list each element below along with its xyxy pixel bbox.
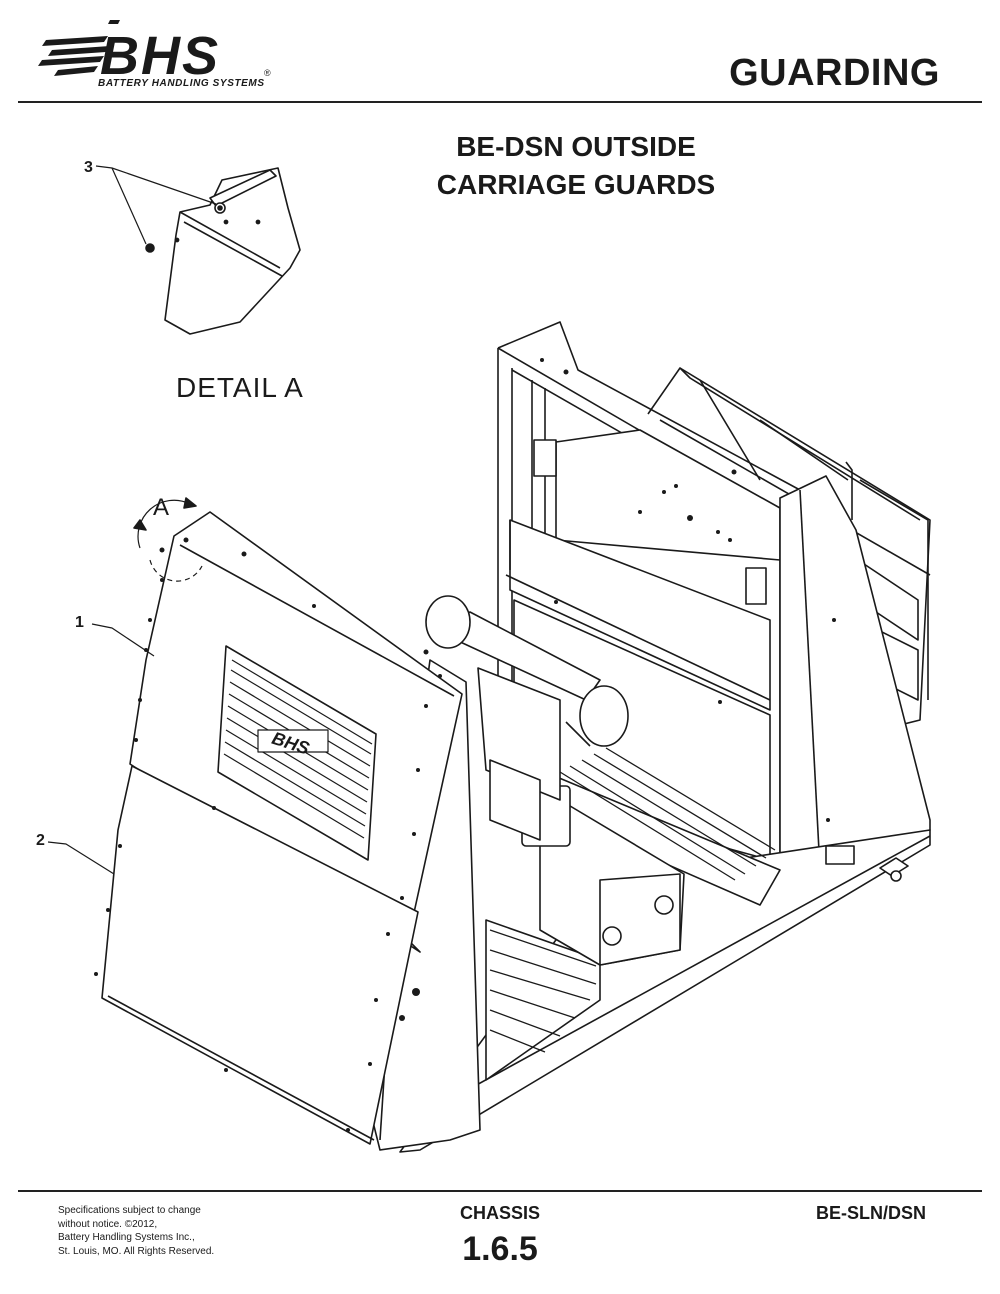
footer-page-number: 1.6.5	[462, 1230, 538, 1268]
detail-a-view	[95, 165, 301, 335]
logo-registered-mark: ®	[264, 68, 271, 78]
header-divider	[18, 101, 982, 103]
drawing-title: BE-DSN OUTSIDE CARRIAGE GUARDS	[376, 128, 776, 204]
drawing-title-line-1: BE-DSN OUTSIDE	[456, 131, 696, 162]
callout-2: 2	[36, 832, 45, 849]
leader-line-2	[47, 841, 115, 875]
machine-frame	[379, 321, 931, 1153]
leader-line-1	[91, 623, 155, 657]
notice-line: without notice. ©2012,	[58, 1218, 158, 1230]
page-title: GUARDING	[729, 52, 940, 94]
detail-a-marker	[133, 497, 203, 582]
footer-model: BE-SLN/DSN	[815, 1203, 926, 1223]
notice-line: St. Louis, MO. All Rights Reserved.	[58, 1245, 215, 1257]
guard-panel-1: BHS	[129, 511, 463, 953]
drawing-title-line-2: CARRIAGE GUARDS	[436, 169, 716, 200]
detail-label: DETAIL A	[176, 372, 304, 403]
fasteners	[94, 358, 836, 1132]
callout-3: 3	[84, 159, 93, 176]
logo-speed-lines	[38, 36, 110, 76]
logo-tagline: BATTERY HANDLING SYSTEMS	[98, 78, 265, 89]
callout-1: 1	[75, 614, 84, 631]
footer-divider	[18, 1190, 982, 1192]
detail-marker-label: A	[153, 494, 170, 521]
logo-wordmark: BHS	[100, 26, 220, 86]
guard-panel-2	[101, 765, 419, 1145]
notice-line: Battery Handling Systems Inc.,	[58, 1232, 195, 1243]
footer-section: CHASSIS	[459, 1203, 540, 1223]
bhs-logo: BHS ®	[38, 20, 271, 86]
footer-copyright-notice: Specifications subject to change without…	[58, 1204, 258, 1258]
notice-line: Specifications subject to change	[58, 1205, 201, 1216]
